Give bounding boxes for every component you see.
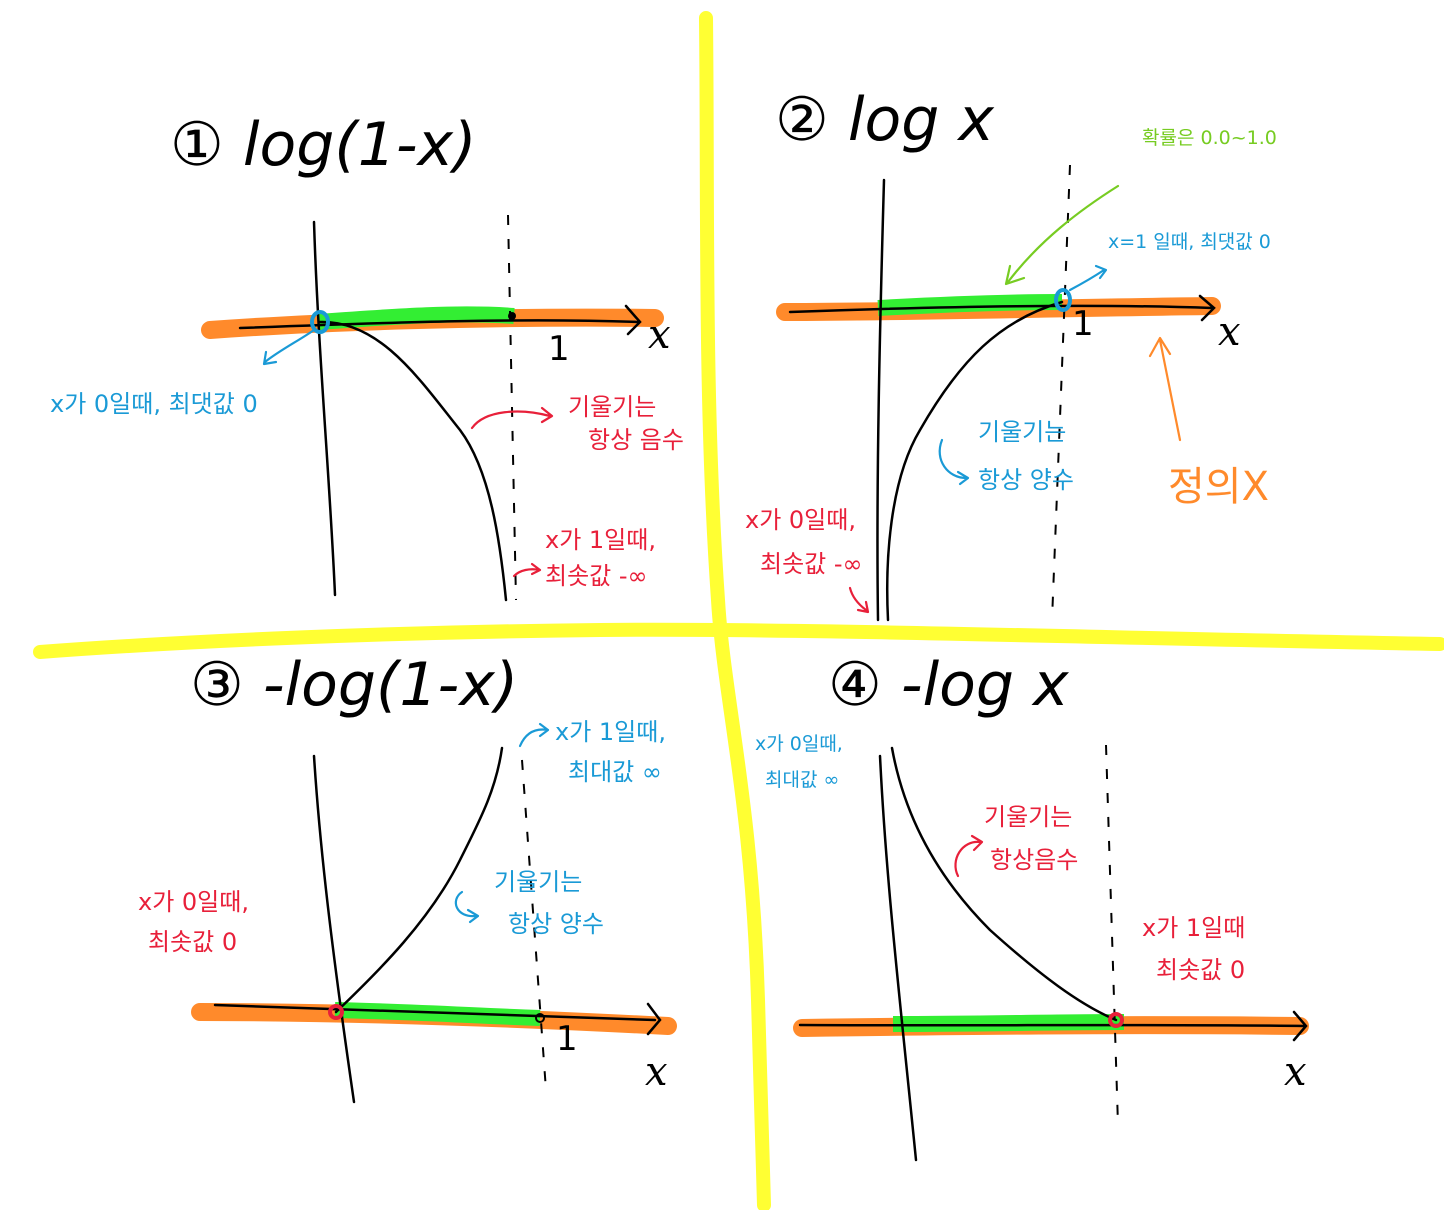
panel-1-x-label: x <box>648 312 671 358</box>
panel-3-note-max-1: x가 1일때, <box>555 718 666 746</box>
panel-4-title: ④ -log x <box>828 650 1069 720</box>
panel-3-curve <box>334 746 504 1014</box>
vertical-divider <box>699 11 771 1210</box>
panel-2-probability-arrow <box>1004 184 1120 286</box>
panel-4-curve <box>890 746 1118 1022</box>
panel-4-note-slope-1: 기울기는 <box>984 803 1072 831</box>
panel-3-max-arrow <box>518 722 550 748</box>
panel-3-note-max-2: 최대값 ∞ <box>568 758 662 786</box>
panel-1-x-axis <box>238 304 642 336</box>
panel-3-y-axis <box>312 754 356 1104</box>
panel-1-slope-arrow <box>470 406 554 430</box>
panel-1-note-slope-1: 기울기는 <box>568 393 656 421</box>
panel-2-slope-arrow <box>938 438 970 486</box>
panel-4-note-min-1: x가 1일때 <box>1142 914 1245 942</box>
panel-4-x-label: x <box>1284 1049 1307 1095</box>
panel-3-note-slope-1: 기울기는 <box>494 868 582 896</box>
panel-3-one-point <box>535 1013 545 1023</box>
panel-2-x-axis <box>788 294 1216 322</box>
panel-2-tick-1: 1 <box>1072 304 1094 344</box>
panel-2-max-point <box>1054 288 1072 312</box>
panel-4-note-max-2: 최대값 ∞ <box>765 769 839 791</box>
panel-2-green-band <box>877 294 1063 316</box>
panel-1-note-min-1: x가 1일때, <box>545 526 656 554</box>
panel-3: ③ -log(1-x) x 1 x가 1일때, 최대값 ∞ 기울기는 항상 양수… <box>138 650 677 1104</box>
panel-1-tick-1: 1 <box>548 329 570 369</box>
panel-4-y-axis <box>878 754 918 1162</box>
panel-2-note-slope-2: 항상 양수 <box>978 466 1074 494</box>
panel-3-tick-1: 1 <box>556 1019 578 1059</box>
horizontal-divider <box>33 622 1444 659</box>
panel-3-x-label: x <box>645 1049 668 1095</box>
panel-4-green-band <box>892 1014 1125 1032</box>
panel-1-note-slope-2: 항상 음수 <box>588 426 684 454</box>
panel-4: ④ -log x x x가 0일때, 최대값 ∞ 기울기는 항상음수 x가 1일… <box>755 650 1309 1162</box>
panel-3-asymptote <box>521 759 547 1091</box>
panel-2-x-label: x <box>1218 309 1241 355</box>
panel-3-slope-arrow <box>454 890 480 924</box>
panel-4-note-min-2: 최솟값 0 <box>1156 956 1245 984</box>
panel-1-green-band <box>317 306 515 330</box>
panel-2: ② log x x 1 확률은 0.0~1.0 x=1 일때, 최댓값 0 기울… <box>745 85 1277 622</box>
panel-4-min-point <box>1108 1012 1124 1028</box>
panel-3-min-point <box>328 1004 344 1020</box>
panel-3-note-slope-2: 항상 양수 <box>508 910 604 938</box>
panel-1-note-min-2: 최솟값 -∞ <box>545 562 648 590</box>
panel-2-note-min-2: 최솟값 -∞ <box>760 550 863 578</box>
panel-2-asymptote <box>1051 164 1071 621</box>
panel-2-note-probability: 확률은 0.0~1.0 <box>1142 127 1277 149</box>
panel-2-curve <box>886 300 1064 622</box>
panel-2-note-slope-1: 기울기는 <box>978 418 1066 446</box>
panel-2-undefined-arrow <box>1148 336 1182 442</box>
panel-3-x-axis <box>213 1002 662 1036</box>
panel-2-note-undefined: 정의X <box>1168 464 1269 510</box>
panel-4-note-max-1: x가 0일때, <box>755 733 843 755</box>
panel-2-title: ② log x <box>775 85 994 155</box>
panel-1-note-max: x가 0일때, 최댓값 0 <box>50 390 258 418</box>
panel-2-min-arrow <box>848 586 870 614</box>
panel-2-max-arrow <box>1068 264 1108 292</box>
panel-1-asymptote <box>507 214 517 601</box>
panel-1-title: ① log(1-x) <box>170 110 476 180</box>
panel-2-y-axis <box>876 178 886 622</box>
panel-3-note-min-1: x가 0일때, <box>138 888 249 916</box>
panel-4-note-slope-2: 항상음수 <box>990 846 1078 874</box>
panel-4-x-axis <box>798 1010 1308 1042</box>
panel-1: ① log(1-x) x 1 x가 0일때, 최댓값 0 기울기는 항상 음수 … <box>50 110 684 602</box>
panel-3-title: ③ -log(1-x) <box>190 650 518 720</box>
panel-1-y-axis <box>312 220 337 597</box>
panel-2-note-min-1: x가 0일때, <box>745 506 856 534</box>
panel-1-max-arrow <box>262 328 316 366</box>
panel-3-note-min-2: 최솟값 0 <box>148 928 237 956</box>
panel-1-max-point <box>310 310 330 334</box>
panel-4-asymptote <box>1105 744 1119 1126</box>
panel-1-curve <box>318 320 508 602</box>
panel-1-one-point <box>508 312 516 320</box>
panel-2-note-max: x=1 일때, 최댓값 0 <box>1108 231 1271 253</box>
panel-1-min-arrow <box>512 562 542 578</box>
panel-4-slope-arrow <box>954 834 984 878</box>
